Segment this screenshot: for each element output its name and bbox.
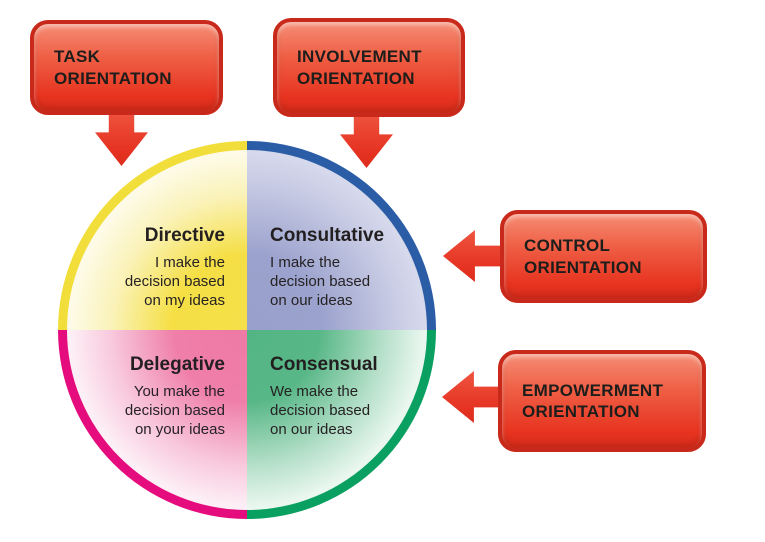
quadrant-text-delegative: Delegative You make the decision based o… — [70, 354, 225, 440]
left-arrow-icon — [443, 230, 500, 282]
callout-label: EMPOWERMENT ORIENTATION — [522, 380, 664, 421]
callout-control-orientation: CONTROL ORIENTATION — [500, 210, 707, 303]
quadrant-description: I make the decision based on my ideas — [124, 254, 225, 310]
callout-empowerment-orientation: EMPOWERMENT ORIENTATION — [498, 350, 706, 452]
quadrant-title: Directive — [144, 225, 225, 246]
quadrant-title: Consultative — [270, 225, 385, 246]
quadrant-text-directive: Directive I make the decision based on m… — [70, 225, 225, 311]
quadrant-title: Delegative — [129, 354, 225, 375]
quadrant-title: Consensual — [270, 354, 378, 375]
quadrant-text-consultative: Consultative I make the decision based o… — [270, 225, 430, 311]
callout-task-orientation: TASK ORIENTATION — [30, 20, 223, 115]
quadrant-description: You make the decision based on your idea… — [124, 383, 225, 439]
callout-label: INVOLVEMENT ORIENTATION — [297, 47, 422, 88]
callout-label: CONTROL ORIENTATION — [524, 236, 642, 277]
quadrant-description: I make the decision based on our ideas — [270, 254, 371, 310]
callout-label: TASK ORIENTATION — [54, 47, 172, 88]
leadership-styles-circle: Directive I make the decision based on m… — [58, 141, 436, 519]
quadrant-text-consensual: Consensual We make the decision based on… — [270, 354, 430, 440]
callout-involvement-orientation: INVOLVEMENT ORIENTATION — [273, 18, 465, 117]
left-arrow-icon — [442, 371, 499, 423]
quadrant-description: We make the decision based on our ideas — [270, 383, 371, 439]
